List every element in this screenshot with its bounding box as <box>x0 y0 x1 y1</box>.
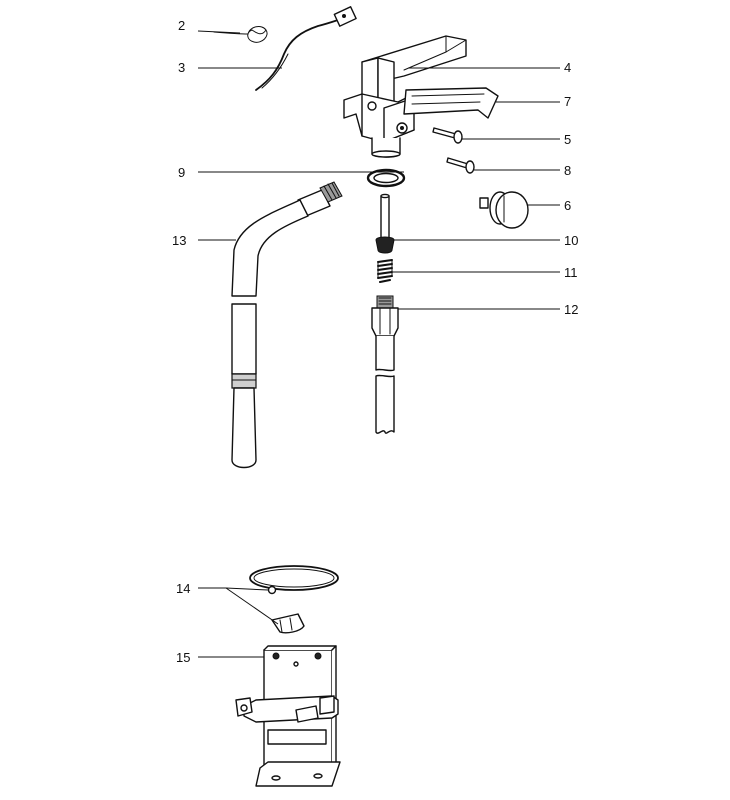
leader-14b <box>225 587 279 625</box>
part-7-carry-handle <box>403 87 499 119</box>
part-9-o-ring <box>366 168 406 188</box>
callout-12: 12 <box>564 302 578 317</box>
leader-14 <box>198 587 269 591</box>
callout-11: 11 <box>564 265 578 280</box>
callout-15: 15 <box>176 650 190 665</box>
part-6-pressure-gauge <box>479 191 529 229</box>
callout-3: 3 <box>178 60 185 75</box>
part-8-pin <box>446 157 475 174</box>
leader-lines <box>197 30 560 658</box>
callout-4: 4 <box>564 60 571 75</box>
callout-labels: 2 3 4 7 5 8 9 6 13 10 11 12 14 15 <box>172 18 578 665</box>
part-13-discharge-hose <box>231 181 343 469</box>
callout-5: 5 <box>564 132 571 147</box>
callout-8: 8 <box>564 163 571 178</box>
callout-13: 13 <box>172 233 186 248</box>
part-12-siphon-tube <box>371 295 399 434</box>
callout-2: 2 <box>178 18 185 33</box>
callout-10: 10 <box>564 233 578 248</box>
part-10-valve-stem <box>375 193 395 254</box>
part-15-wall-bracket <box>235 645 341 787</box>
callout-6: 6 <box>564 198 571 213</box>
part-4-valve-head <box>343 35 467 158</box>
part-2-safety-pin <box>213 26 268 43</box>
callout-9: 9 <box>178 165 185 180</box>
callout-14: 14 <box>176 581 190 596</box>
part-14-clamp-band <box>249 565 339 634</box>
part-5-pin <box>432 127 463 144</box>
part-11-spring <box>377 259 393 283</box>
leader-2 <box>197 30 241 34</box>
callout-7: 7 <box>564 94 571 109</box>
part-3-seal-wire <box>255 6 357 91</box>
